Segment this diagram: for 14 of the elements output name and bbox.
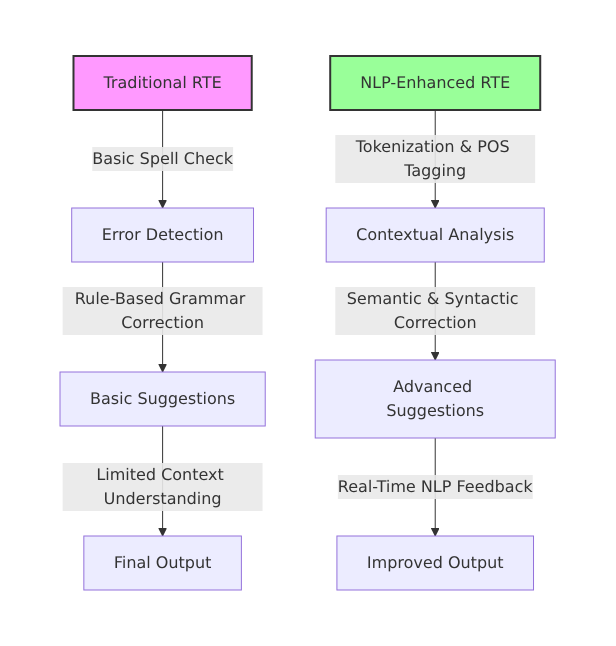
edge-label: Real-Time NLP Feedback <box>338 477 534 496</box>
node-box: Advanced Suggestions <box>315 360 556 438</box>
edge-label: Limited Context Understanding <box>96 465 224 508</box>
node-box: Error Detection <box>72 208 254 262</box>
node-box: NLP-Enhanced RTE <box>330 55 542 111</box>
node-box: Final Output <box>84 536 242 590</box>
edge-label: Tokenization & POS Tagging <box>356 137 510 180</box>
edge-label: Rule-Based Grammar Correction <box>75 289 246 332</box>
edge-label: Basic Spell Check <box>92 149 234 168</box>
node-box: Traditional RTE <box>72 55 254 111</box>
node-box: Basic Suggestions <box>60 372 266 426</box>
node-box: Contextual Analysis <box>326 208 546 262</box>
edge-label: Semantic & Syntactic Correction <box>347 289 519 332</box>
node-box: Improved Output <box>336 536 534 590</box>
